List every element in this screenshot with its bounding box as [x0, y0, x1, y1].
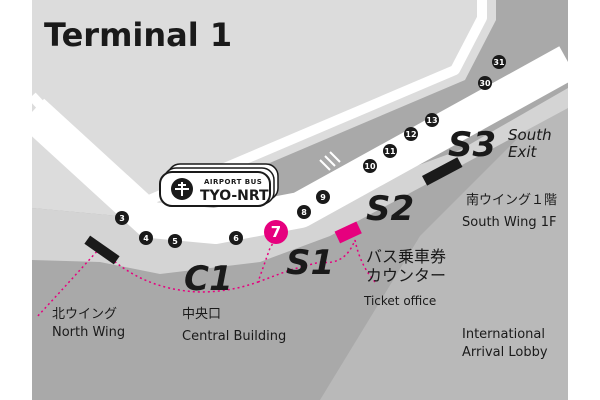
north-wing-jp: 北ウイング	[52, 307, 117, 322]
bus-stop-12: 12	[404, 127, 418, 141]
bus-stop-7: 7	[264, 220, 288, 244]
svg-text:13: 13	[426, 116, 437, 125]
bus-stop-9: 9	[316, 190, 330, 204]
bus-stop-4: 4	[139, 231, 153, 245]
arrival-lobby-line2: Arrival Lobby	[462, 345, 548, 360]
bus-sign-top: AIRPORT BUS	[204, 178, 262, 186]
svg-text:30: 30	[479, 79, 491, 88]
bus-stop-5: 5	[168, 234, 182, 248]
south-wing-en: South Wing 1F	[462, 215, 556, 230]
arrival-area	[320, 88, 568, 400]
road-edge-line	[28, 0, 487, 211]
bus-stop-11: 11	[383, 144, 397, 158]
bus-stop-31: 31	[492, 55, 506, 69]
bus-stop-8: 8	[297, 205, 311, 219]
ticket-counter-jp-line1: バス乗車券	[366, 247, 446, 266]
bus-stop-10: 10	[363, 159, 377, 173]
s2-label: S2	[366, 189, 414, 229]
svg-text:3: 3	[119, 214, 125, 223]
building-area	[32, 0, 496, 218]
svg-text:9: 9	[320, 193, 326, 202]
walking-routes	[35, 231, 376, 319]
south-wing-jp: 南ウイング１階	[466, 192, 557, 208]
s3-door	[421, 157, 463, 186]
svg-text:11: 11	[384, 147, 396, 156]
svg-text:8: 8	[301, 208, 307, 217]
south-exit-line2: Exit	[508, 143, 538, 161]
svg-text:7: 7	[271, 223, 281, 241]
bus-stop-13: 13	[425, 113, 439, 127]
bus-stop-30: 30	[478, 76, 492, 90]
bus-stop-3: 3	[115, 211, 129, 225]
ticket-counter-marker	[334, 221, 362, 244]
svg-text:4: 4	[143, 234, 149, 243]
arrival-lobby-line1: International	[462, 327, 545, 342]
svg-text:31: 31	[493, 58, 505, 67]
ticket-office-label: Ticket office	[363, 294, 436, 308]
svg-text:10: 10	[364, 162, 376, 171]
ticket-counter-jp-line2: カウンター	[366, 266, 446, 285]
s1-label: S1	[286, 243, 334, 283]
c1-label: C1	[184, 259, 233, 299]
bus-sign-main: TYO-NRT	[200, 188, 269, 204]
map-title: Terminal 1	[44, 16, 232, 54]
south-exit-line1: South	[508, 126, 552, 144]
north-wing-en: North Wing	[52, 325, 125, 340]
north-wing-door	[84, 235, 120, 265]
central-building-jp: 中央口	[182, 307, 221, 322]
svg-text:5: 5	[172, 237, 178, 246]
s3-label: S3	[448, 125, 496, 165]
svg-text:12: 12	[405, 130, 416, 139]
airport-bus-sign: AIRPORT BUS TYO-NRT	[159, 163, 279, 207]
central-building-en: Central Building	[182, 329, 286, 344]
svg-text:6: 6	[233, 234, 239, 243]
bus-stop-6: 6	[229, 231, 243, 245]
crosswalks	[197, 151, 341, 228]
